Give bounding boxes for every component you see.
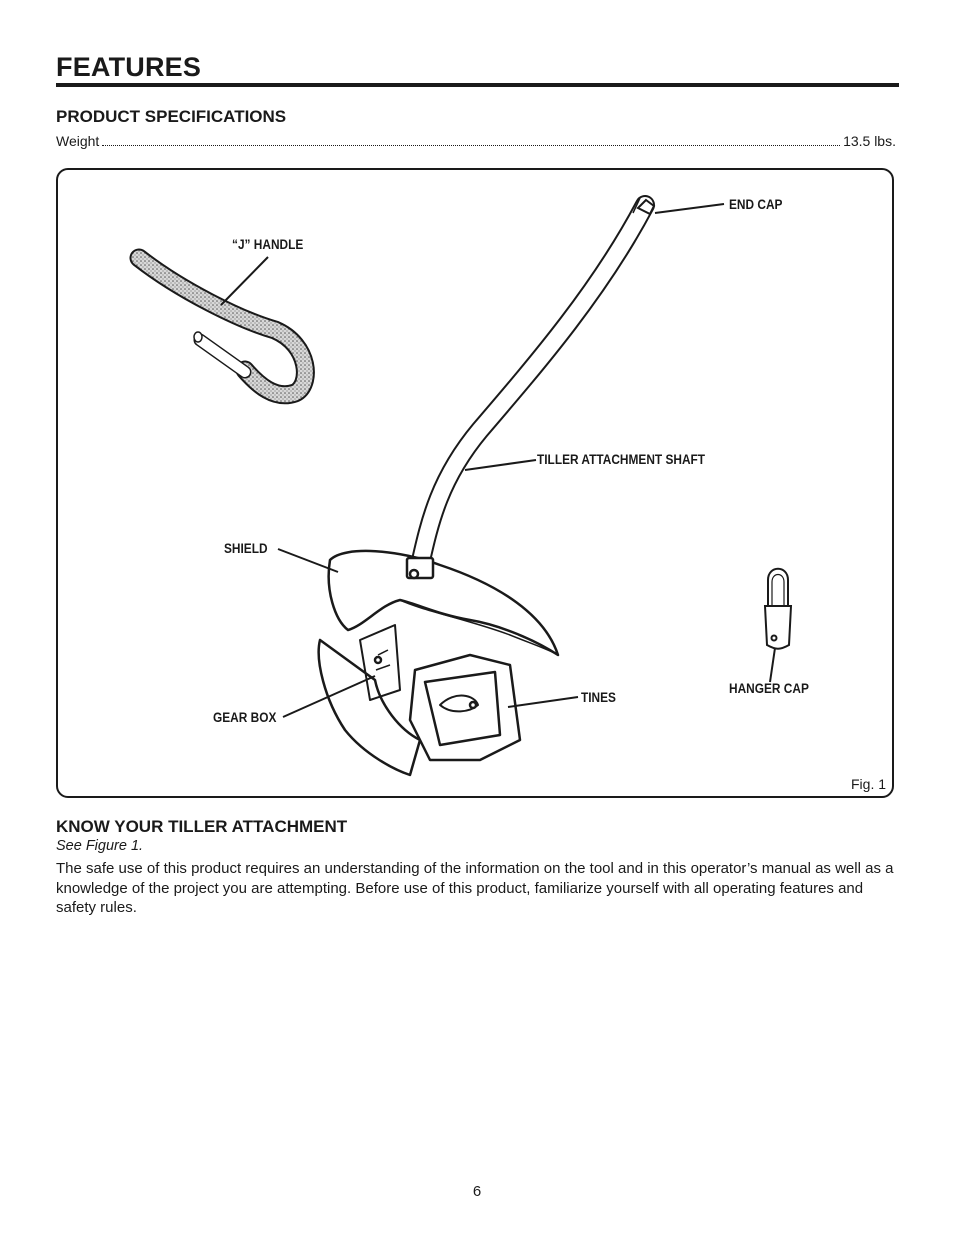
callout-tiller-shaft: TILLER ATTACHMENT SHAFT: [537, 452, 706, 467]
hanger-cap-leader: [769, 647, 776, 683]
j-handle-leader: [220, 256, 269, 306]
spec-row-weight: Weight 13.5 lbs.: [56, 133, 896, 149]
end-cap-leader: [654, 203, 725, 214]
shield-leader: [277, 548, 339, 573]
product-specifications-heading: PRODUCT SPECIFICATIONS: [56, 107, 287, 126]
tiller-shaft-illustration: [410, 195, 656, 575]
callout-hanger-cap: HANGER CAP: [729, 681, 809, 696]
page-title: FEATURES: [56, 52, 202, 82]
callout-leaders: [220, 203, 776, 718]
callout-j-handle: “J” HANDLE: [232, 237, 304, 252]
figure-frame: [56, 168, 894, 798]
tiller-head-illustration: [317, 549, 560, 777]
spec-weight-label: Weight: [56, 133, 100, 149]
page-number: 6: [472, 1183, 482, 1200]
leader-dots: [102, 145, 841, 146]
body-paragraph: The safe use of this product requires an…: [56, 860, 894, 916]
callout-gear-box: GEAR BOX: [213, 710, 277, 725]
see-figure-note: See Figure 1.: [56, 838, 144, 854]
gear-box-leader: [282, 675, 376, 718]
tines-leader: [507, 696, 579, 708]
callout-end-cap: END CAP: [729, 197, 783, 212]
hanger-cap-illustration: [763, 567, 793, 650]
spec-weight-value: 13.5 lbs.: [843, 133, 896, 149]
figure-caption: Fig. 1: [851, 776, 887, 792]
title-rule: [56, 83, 899, 87]
j-handle-illustration: [129, 248, 315, 405]
callout-tines: TINES: [581, 690, 616, 705]
callout-shield: SHIELD: [224, 541, 268, 556]
know-your-tiller-heading: KNOW YOUR TILLER ATTACHMENT: [56, 817, 348, 836]
tiller-shaft-leader: [464, 459, 537, 471]
